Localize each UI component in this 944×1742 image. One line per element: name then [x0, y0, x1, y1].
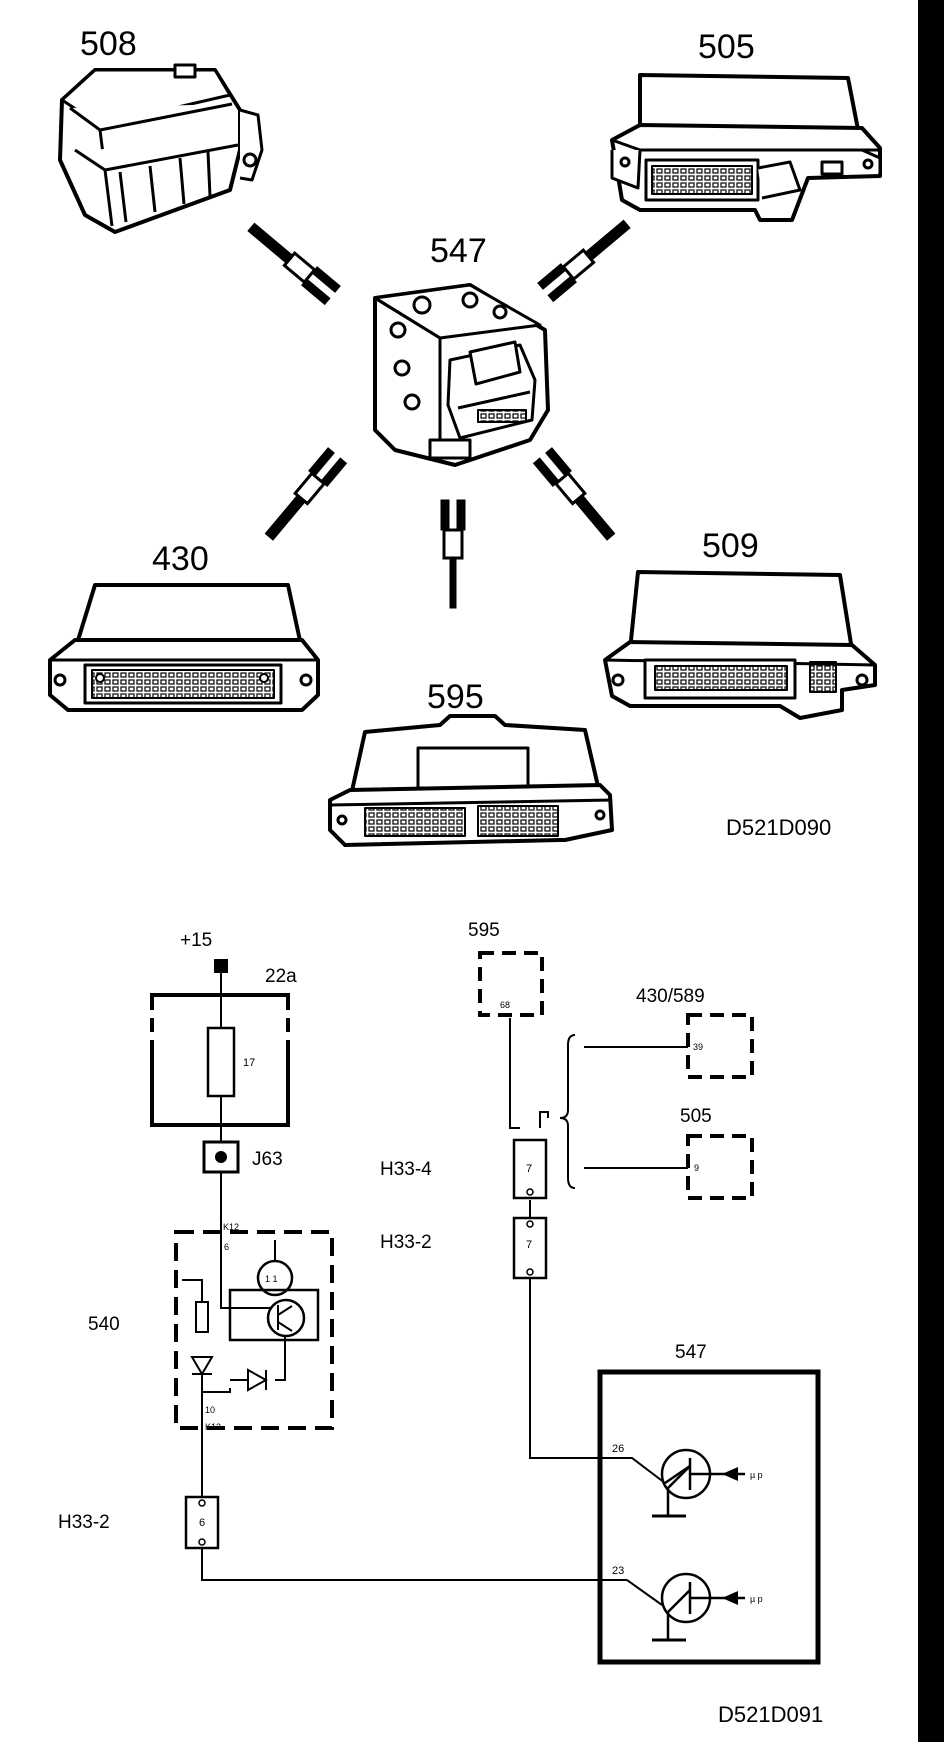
label-547: 547	[430, 232, 487, 270]
module-595-box	[478, 951, 544, 1017]
diode-right	[247, 1368, 269, 1392]
connector-h33-2-right-label: H33-2	[380, 1232, 432, 1253]
transistor-symbol	[266, 1298, 306, 1338]
module-430-589-pin: 39	[693, 1042, 703, 1052]
module-595-drawing	[328, 714, 614, 847]
connector-h33-4-pin: 7	[526, 1163, 532, 1175]
label-508: 508	[80, 25, 137, 63]
terminal-plus15	[214, 959, 228, 973]
junction-label: J63	[252, 1149, 283, 1170]
diode-left	[190, 1356, 214, 1376]
label-595: 595	[427, 678, 484, 716]
module-547-pin-26: 26	[612, 1443, 624, 1455]
plug-505	[537, 219, 631, 303]
module-540-label: 540	[88, 1314, 120, 1335]
output-transistor-26	[652, 1448, 745, 1518]
module-547-pin-23: 23	[612, 1565, 624, 1577]
connector-h33-4	[512, 1138, 548, 1200]
transistor-housing	[228, 1288, 320, 1342]
wiring-lines	[182, 968, 688, 1606]
label-509: 509	[702, 527, 759, 565]
module-540-connector-top: K12	[223, 1222, 239, 1232]
mu-label-23: µ p	[750, 1594, 763, 1604]
module-540-box	[174, 1230, 334, 1430]
module-430-589-label: 430/589	[636, 986, 705, 1007]
module-595-pin: 68	[500, 1000, 510, 1010]
label-430: 430	[152, 540, 209, 578]
fuse-box-22a	[150, 993, 290, 1127]
module-540-pin-bottom: 10	[205, 1405, 215, 1415]
output-transistor-23	[652, 1572, 745, 1642]
fuse-17	[206, 1026, 236, 1098]
connector-h33-2-right-pin: 7	[526, 1239, 532, 1251]
module-508-drawing	[58, 63, 264, 234]
connector-h33-2-right	[512, 1216, 548, 1280]
supply-label: +15	[180, 930, 212, 951]
connector-h33-2-left-pin: 6	[199, 1517, 205, 1529]
module-505-label: 505	[680, 1106, 712, 1127]
arrow-23	[722, 1591, 738, 1605]
page-border-right	[918, 0, 944, 1742]
connector-h33-2-left-label: H33-2	[58, 1512, 110, 1533]
label-505: 505	[698, 28, 755, 66]
module-595-label: 595	[468, 920, 500, 941]
figure-code-upper: D521D090	[726, 815, 831, 840]
plug-509	[532, 447, 616, 541]
module-547-drawing	[373, 283, 550, 467]
module-547-box	[597, 1369, 821, 1665]
module-509-drawing	[603, 570, 877, 720]
plug-595	[440, 499, 466, 609]
resistor	[195, 1301, 209, 1333]
module-430-drawing	[48, 583, 320, 712]
module-540-pin-top: 6	[224, 1242, 229, 1252]
transistor-leads	[277, 1305, 293, 1332]
connector-h33-4-label: H33-4	[380, 1159, 432, 1180]
mu-label-26: µ p	[750, 1470, 763, 1480]
plug-430	[264, 447, 348, 541]
junction-dot	[215, 1151, 227, 1163]
gauge-symbol	[256, 1259, 294, 1297]
figure-code-lower: D521D091	[718, 1702, 823, 1727]
fuse-label: 17	[243, 1057, 255, 1069]
module-505-box	[686, 1134, 754, 1200]
module-505-pin: 9	[694, 1163, 699, 1173]
module-430-589-box	[686, 1013, 754, 1079]
module-505-drawing	[610, 73, 882, 222]
module-547-label: 547	[675, 1342, 707, 1363]
module-540-connector-bottom: K12	[205, 1422, 221, 1432]
plug-508	[247, 222, 341, 306]
fuse-box-label: 22a	[265, 966, 297, 987]
gauge-label: 1 1	[265, 1274, 278, 1284]
arrow-26	[722, 1467, 738, 1481]
